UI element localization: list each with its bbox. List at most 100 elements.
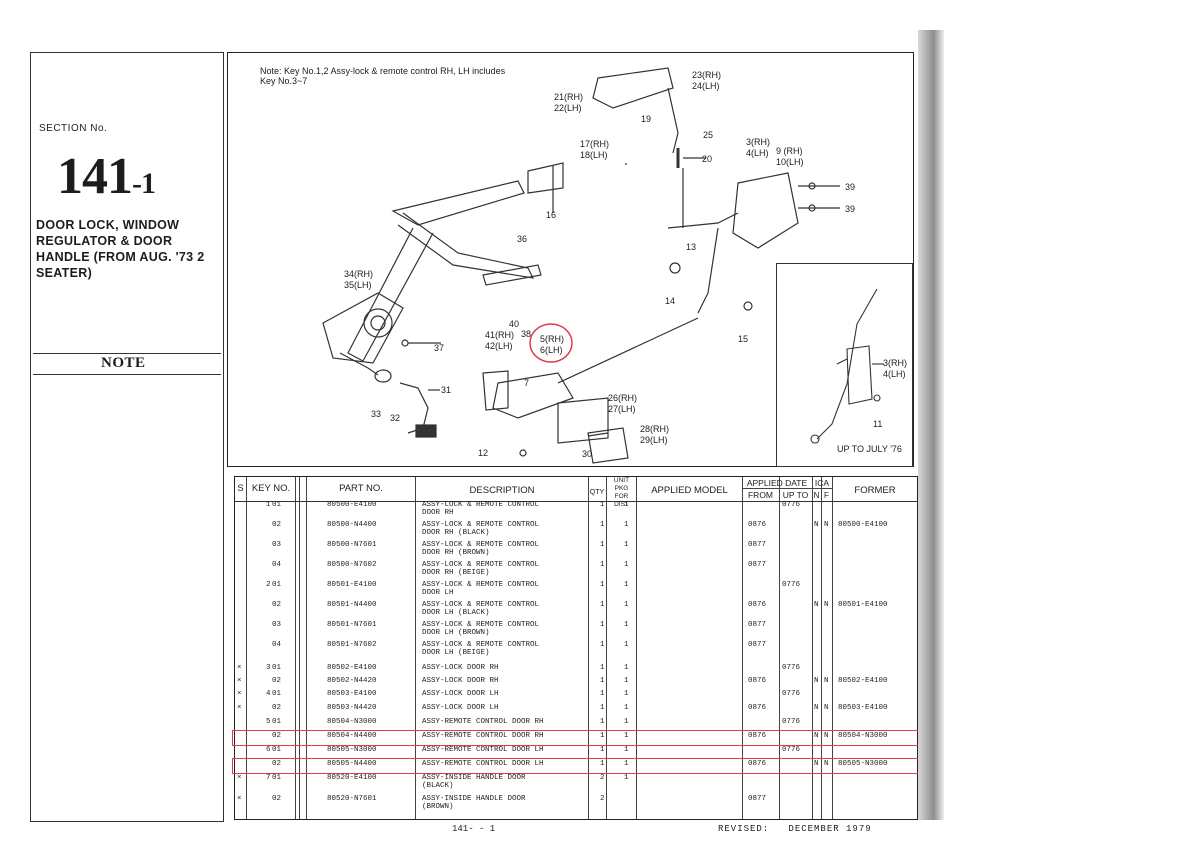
callout: 16 — [546, 210, 557, 220]
table-row: 03 80501-N7601 ASSY-LOCK & REMOTE CONTRO… — [272, 621, 767, 637]
callout: 14 — [665, 296, 676, 306]
callout: 20 — [702, 154, 713, 164]
callout: 36 — [517, 234, 528, 244]
callout: 9 (RH) — [776, 146, 803, 156]
revised-label: REVISED: — [718, 824, 770, 834]
section-panel: SECTION No. 141-1 DOOR LOCK, WINDOW REGU… — [30, 52, 224, 822]
outside-handle — [592, 67, 674, 109]
header-from: FROM — [747, 490, 774, 500]
section-number: 141-1 — [57, 147, 156, 206]
note-label: NOTE — [101, 355, 146, 371]
callout: 32 — [390, 413, 401, 423]
divider — [33, 374, 221, 375]
remote-cable — [557, 317, 699, 384]
callout: 26(RH) — [608, 393, 638, 403]
callout: 27(LH) — [608, 404, 636, 414]
callout: 31 — [441, 385, 452, 395]
callout: 13 — [686, 242, 697, 252]
header-qty: QTY — [589, 489, 605, 496]
callout: 11 — [873, 419, 883, 429]
callout: 37 — [434, 343, 445, 353]
inset-artwork — [810, 288, 884, 444]
section-label: SECTION No. — [39, 123, 108, 134]
callout: 4(LH) — [746, 148, 769, 158]
header-ica: ICA — [814, 478, 830, 488]
header-unit-pkg: UNIT PKG FOR DIST — [613, 477, 630, 508]
header-applied-model: APPLIED MODEL — [651, 485, 728, 496]
page-number: 141- - 1 — [452, 824, 496, 834]
callout: 35(LH) — [344, 280, 372, 290]
row-highlight — [232, 730, 922, 746]
callout: 21(RH) — [554, 92, 584, 102]
callout: 34(RH) — [344, 269, 374, 279]
table-row: 04 80501-N7602 ASSY-LOCK & REMOTE CONTRO… — [272, 641, 767, 657]
diagram-note: Note: Key No.1,2 Assy-lock & remote cont… — [260, 66, 506, 86]
callout: 41(RH) — [485, 330, 515, 340]
page-edge-shadow — [918, 30, 944, 820]
section-number-suffix: -1 — [132, 167, 156, 200]
revised-value: DECEMBER 1979 — [788, 824, 872, 834]
callout: 25 — [703, 130, 714, 140]
callout-circled: 5(RH) — [540, 334, 564, 344]
regulator-gear — [363, 308, 393, 338]
callout: 15 — [738, 334, 749, 344]
section-number-main: 141 — [57, 148, 133, 205]
table-row: × 02 80520-N7601 ASSY-INSIDE HANDLE DOOR… — [237, 795, 767, 811]
callout: 17(RH) — [580, 139, 610, 149]
header-applied-date: APPLIED DATE — [746, 478, 808, 488]
row-highlight — [232, 758, 922, 774]
parts-table: S KEY NO. PART NO. DESCRIPTION QTY UNIT … — [232, 476, 922, 820]
inside-handle — [557, 397, 609, 444]
table-row: 03 80500-N7601 ASSY-LOCK & REMOTE CONTRO… — [272, 541, 767, 557]
callout: 24(LH) — [692, 81, 720, 91]
callout: 39 — [845, 182, 856, 192]
highlight-circle — [529, 323, 573, 363]
callout: 38 — [521, 329, 532, 339]
header-s: S — [237, 483, 244, 494]
callout: 39 — [845, 204, 856, 214]
header-up-to: UP TO — [782, 490, 809, 500]
callout: 7 — [524, 378, 530, 388]
inset-diagram: 3(RH) 4(LH) 11 UP TO JULY '76 — [776, 263, 913, 467]
header-former: FORMER — [854, 485, 896, 496]
revised-date: REVISED: DECEMBER 1979 — [718, 824, 872, 834]
callout: 4(LH) — [883, 369, 906, 379]
section-title: DOOR LOCK, WINDOW REGULATOR & DOOR HANDL… — [36, 218, 205, 280]
door-lock-body — [732, 172, 799, 249]
header-key-no: KEY NO. — [251, 483, 291, 494]
callout: 42(LH) — [485, 341, 513, 351]
table-row: 02 80500-N4400 ASSY-LOCK & REMOTE CONTRO… — [272, 521, 888, 537]
callout: 30 — [582, 449, 593, 459]
regulator-arm — [391, 180, 525, 226]
header-description: DESCRIPTION — [469, 485, 535, 496]
regulator-arm-lower — [347, 227, 434, 362]
callout: 10(LH) — [776, 157, 804, 167]
header-f: F — [824, 491, 829, 500]
callout: 28(RH) — [640, 424, 670, 434]
callout-circled: 6(LH) — [540, 345, 563, 355]
exploded-parts-diagram: Note: Key No.1,2 Assy-lock & remote cont… — [227, 52, 914, 467]
callout: 33 — [371, 409, 382, 419]
header-n: N — [813, 491, 820, 500]
callout: 12 — [478, 448, 489, 458]
callout: 18(LH) — [580, 150, 608, 160]
callout: 23(RH) — [692, 70, 722, 80]
callout: 22(LH) — [554, 103, 582, 113]
inset-caption: UP TO JULY '76 — [837, 444, 902, 454]
callout: 3(RH) — [746, 137, 770, 147]
callout: 19 — [641, 114, 652, 124]
callout: 40 — [509, 319, 520, 329]
callout: 29(LH) — [640, 435, 668, 445]
table-row: 02 80501-N4400 ASSY-LOCK & REMOTE CONTRO… — [272, 601, 888, 617]
